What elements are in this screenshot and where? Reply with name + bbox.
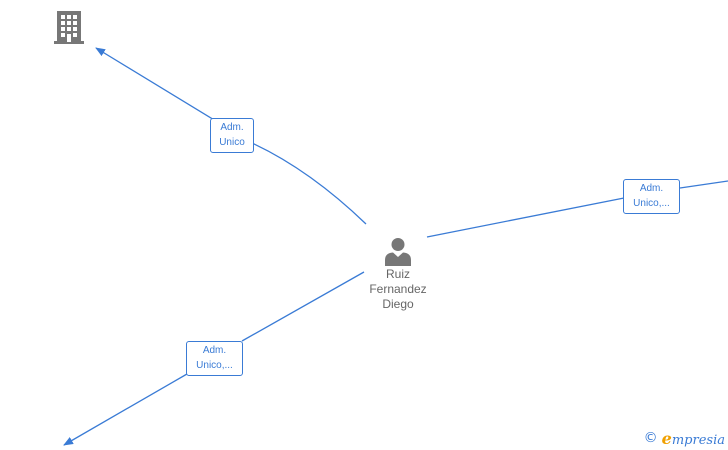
edge-label-line: Unico,... xyxy=(196,360,233,371)
copyright-icon: © xyxy=(643,430,658,446)
person-name-line: Ruiz xyxy=(385,267,410,281)
edge-to-bottom-company xyxy=(64,271,365,445)
brand-logo-initial: e xyxy=(661,428,672,448)
person-name-line: Fernandez xyxy=(369,282,427,296)
edge-label-adm-unico[interactable]: Adm. Unico xyxy=(210,118,254,153)
edge-to-company xyxy=(95,47,367,225)
company-node[interactable] xyxy=(53,10,85,44)
edge-label-line: Adm. xyxy=(202,345,227,356)
brand-logo-text: mpresia xyxy=(671,432,725,448)
person-icon xyxy=(385,238,411,266)
edge-to-right-company xyxy=(426,180,728,238)
building-icon xyxy=(54,11,84,44)
edge-label-adm-unico-right[interactable]: Adm. Unico,... xyxy=(623,179,680,214)
edge-label-line: Unico,... xyxy=(633,198,670,209)
person-name: Ruiz Fernandez Diego xyxy=(357,267,439,312)
edge-label-adm-unico-bottom[interactable]: Adm. Unico,... xyxy=(186,341,243,376)
person-node[interactable]: Ruiz Fernandez Diego xyxy=(357,236,439,312)
edge-label-line: Adm. xyxy=(220,122,244,133)
edge-label-line: Unico xyxy=(219,137,245,148)
brand-logo: empresia xyxy=(662,429,725,448)
edge-label-line: Adm. xyxy=(639,183,664,194)
empresia-watermark: © empresia xyxy=(643,429,725,448)
person-name-line: Diego xyxy=(382,297,414,311)
